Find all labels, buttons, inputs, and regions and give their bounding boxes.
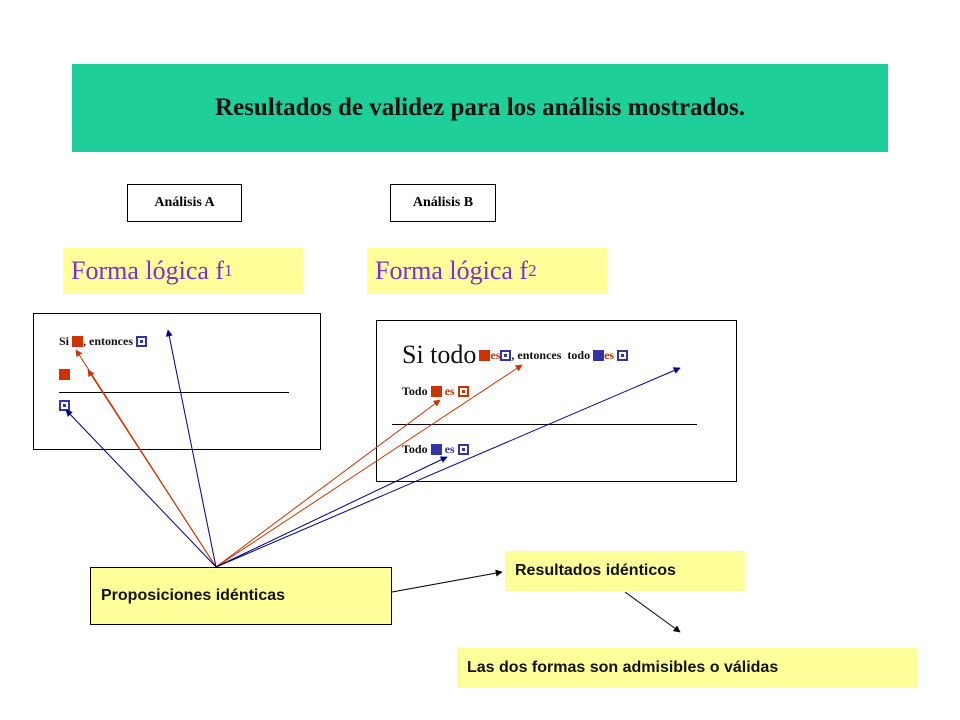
conclusion-text: Las dos formas son admisibles o válidas: [467, 659, 779, 676]
analysis-b-premise2: Todo es: [402, 384, 469, 399]
proposiciones-text: Proposiciones idénticas: [101, 587, 286, 604]
b-es-text: es: [490, 347, 501, 362]
blue-square-icon: [617, 349, 629, 361]
blue-square-icon: [457, 444, 469, 455]
page-title: Resultados de validez para los análisis …: [215, 94, 745, 121]
analysis-b-tag: Análisis B: [390, 184, 496, 222]
b-entonces-text: , entonces: [511, 347, 562, 362]
b-line3-es: es: [444, 442, 455, 456]
red-square-icon: [430, 386, 442, 397]
red-square-icon: [72, 336, 84, 347]
b-todo-text: todo: [567, 347, 591, 362]
analysis-b-label: Análisis B: [412, 195, 474, 210]
arrow-to-a-blue-2: [65, 409, 217, 568]
arrow-to-a-red-2: [87, 369, 217, 568]
arrow-to-a-blue-1: [165, 329, 217, 568]
blue-square-icon: [500, 349, 512, 361]
red-square-icon: [457, 386, 469, 397]
red-square-icon: [479, 349, 491, 361]
a-entonces-text: , entonces: [83, 334, 134, 348]
b-line2-todo: Todo: [402, 384, 428, 398]
arrow-to-resultados: [391, 569, 503, 593]
arrow-to-conclusion: [624, 591, 681, 633]
b-line3-todo: Todo: [402, 442, 428, 456]
forma-f2-sub: 2: [528, 261, 537, 280]
arrow-to-b-blue-2: [215, 456, 448, 568]
red-square-icon: [59, 368, 70, 380]
a-si-text: Si: [59, 334, 70, 348]
analysis-b-premise1: Si todo es , entonces todo es: [402, 340, 629, 370]
forma-f2-text: Forma lógica f: [375, 256, 529, 285]
arrow-to-b-red-1: [215, 364, 523, 568]
title-banner: Resultados de validez para los análisis …: [72, 64, 888, 152]
analysis-b-rule: [392, 424, 697, 425]
conclusion-box: Las dos formas son admisibles o válidas: [457, 648, 918, 688]
forma-f1-sub: 1: [224, 261, 233, 280]
analysis-b-panel: [376, 320, 737, 482]
analysis-b-conclusion: Todo es: [402, 442, 469, 457]
analysis-a-label: Análisis A: [154, 195, 215, 210]
proposiciones-box: Proposiciones idénticas: [90, 567, 392, 625]
arrow-to-b-blue-1: [215, 367, 681, 568]
analysis-a-panel: [33, 313, 321, 450]
analysis-a-premise1: Si , entonces: [59, 334, 148, 349]
arrow-to-b-red-2: [215, 399, 441, 568]
blue-square-icon: [593, 349, 605, 361]
analysis-a-tag: Análisis A: [127, 184, 242, 222]
forma-f1-text: Forma lógica f: [71, 256, 225, 285]
blue-square-icon: [430, 444, 442, 455]
analysis-a-conclusion: [59, 396, 70, 414]
resultados-box: Resultados idénticos: [505, 551, 745, 591]
b-si-todo-text: Si todo: [402, 340, 477, 369]
resultados-text: Resultados idénticos: [515, 562, 676, 579]
analysis-a-rule: [59, 392, 289, 393]
b-es2-text: es: [604, 347, 615, 362]
blue-square-icon: [59, 399, 70, 411]
b-line2-es: es: [444, 384, 455, 398]
analysis-a-premise2: [59, 365, 70, 383]
blue-square-icon: [136, 336, 148, 347]
